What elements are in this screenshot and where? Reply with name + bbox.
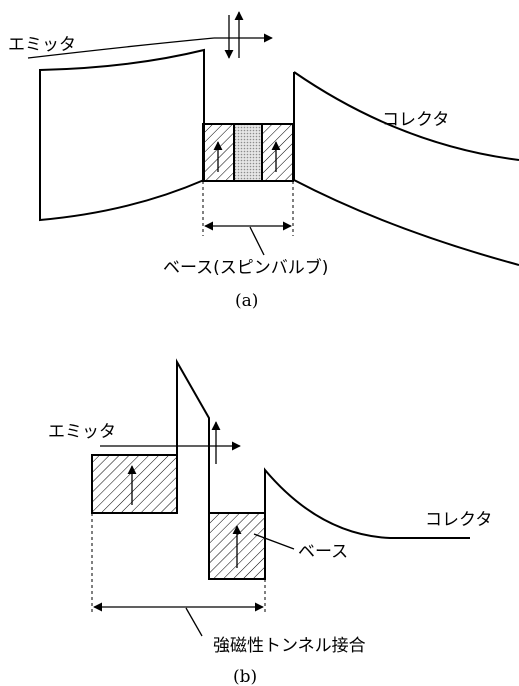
collector-band-top-a bbox=[293, 71, 519, 161]
base-label-leader-b bbox=[253, 533, 295, 550]
caption-b: (b) bbox=[233, 667, 257, 686]
figure-b: エミッタ コレクタ ベース 強磁性トンネル接合 (b) bbox=[48, 358, 492, 686]
collector-band-a bbox=[293, 72, 519, 266]
emitter-label-a: エミッタ bbox=[8, 35, 76, 55]
electron-path-curve-a bbox=[27, 37, 215, 59]
base-layer-right bbox=[261, 123, 294, 182]
emitter-label-b: エミッタ bbox=[48, 422, 116, 442]
junction-label: 強磁性トンネル接合 bbox=[213, 636, 366, 656]
tunnel-barrier bbox=[176, 358, 210, 513]
figure-a: エミッタ コレクタ ベース(スピンバルブ) (a) bbox=[8, 11, 519, 311]
base-label-a: ベース(スピンバルブ) bbox=[163, 257, 328, 278]
emitter-band-a bbox=[39, 48, 205, 222]
junction-label-leader bbox=[185, 607, 203, 637]
collector-label-b: コレクタ bbox=[425, 510, 492, 530]
collector-band-b bbox=[264, 467, 470, 539]
collector-label-a: コレクタ bbox=[382, 110, 449, 130]
base-label-leader-a bbox=[249, 226, 265, 256]
base-spacer-layer bbox=[233, 123, 263, 182]
base-label-b: ベース bbox=[298, 542, 348, 562]
emitter-block-b bbox=[91, 454, 178, 514]
caption-a: (a) bbox=[235, 291, 258, 311]
spin-valve-base bbox=[202, 123, 294, 182]
